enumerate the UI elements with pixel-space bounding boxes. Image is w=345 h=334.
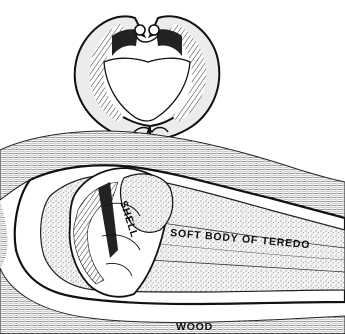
hinge-knob-right [149,25,159,35]
label-wood: WOOD [176,321,213,333]
shell-valves-detail [75,16,220,139]
hinge-knob-left [135,25,145,35]
